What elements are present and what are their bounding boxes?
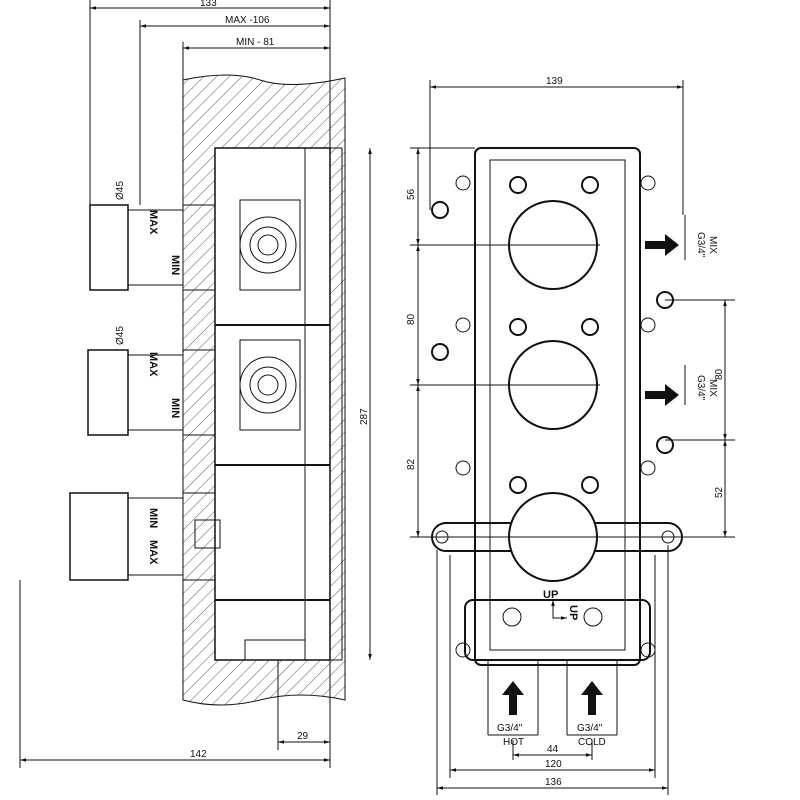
dim-136: 136 — [545, 777, 562, 788]
arrow-up-icon — [581, 681, 603, 715]
inlet-hot-label: HOT — [503, 737, 524, 748]
dim-52: 52 — [714, 486, 725, 498]
inlet-cold-thread: G3/4" — [577, 723, 603, 734]
up-label-2: UP — [567, 605, 579, 620]
dim-139: 139 — [546, 76, 563, 87]
handle-1-min: MIN — [169, 255, 181, 275]
dim-56: 56 — [406, 188, 417, 200]
outlet-1-thread: G3/4" — [695, 232, 706, 258]
handle-1-max: MAX — [147, 210, 159, 235]
dim-44: 44 — [547, 744, 559, 755]
cartridge-upper — [239, 199, 301, 291]
inlet-hot-thread: G3/4" — [497, 723, 523, 734]
outlet-1-label: MIX — [707, 236, 718, 254]
handle-3: MIN MAX — [69, 492, 216, 581]
handle-2: MAX MIN Ø45 — [87, 326, 216, 436]
dim-287: 287 — [359, 408, 370, 425]
handle-2-diameter: Ø45 — [115, 326, 126, 345]
outlet-2-thread: G3/4" — [695, 375, 706, 401]
dim-80-right: 80 — [714, 368, 725, 380]
dim-80-left: 80 — [406, 313, 417, 325]
cartridge-middle — [239, 339, 301, 431]
handle-3-min: MIN — [147, 508, 159, 528]
inlet-hot: G3/4" HOT — [487, 660, 539, 748]
handle-2-min: MIN — [169, 398, 181, 418]
outlet-mix-1: G3/4" MIX — [645, 232, 718, 258]
side-view: MAX MIN Ø45 MAX MIN Ø45 MIN MAX 133 MAX … — [19, 0, 372, 768]
dim-29: 29 — [297, 731, 309, 742]
dim-82: 82 — [406, 458, 417, 470]
inlet-cold: G3/4" COLD — [566, 660, 618, 748]
arrow-up-icon — [502, 681, 524, 715]
front-view: UP UP G3/4" MIX G3/4" MIX G3/4" HOT — [406, 76, 735, 795]
handle-1: MAX MIN Ø45 — [89, 181, 216, 291]
valve-body — [214, 147, 331, 661]
up-label-1: UP — [543, 589, 558, 601]
outlet-mix-2: G3/4" MIX — [645, 375, 718, 406]
outlet-2-label: MIX — [707, 379, 718, 397]
arrow-right-icon — [645, 234, 679, 256]
dim-142: 142 — [190, 749, 207, 760]
dim-133: 133 — [200, 0, 217, 9]
handle-1-diameter: Ø45 — [115, 181, 126, 200]
handle-2-max: MAX — [147, 352, 159, 377]
handle-3-max: MAX — [147, 540, 159, 565]
dim-120: 120 — [545, 759, 562, 770]
dim-max: MAX -106 — [225, 15, 270, 26]
dim-min: MIN - 81 — [236, 37, 275, 48]
arrow-right-icon — [645, 384, 679, 406]
